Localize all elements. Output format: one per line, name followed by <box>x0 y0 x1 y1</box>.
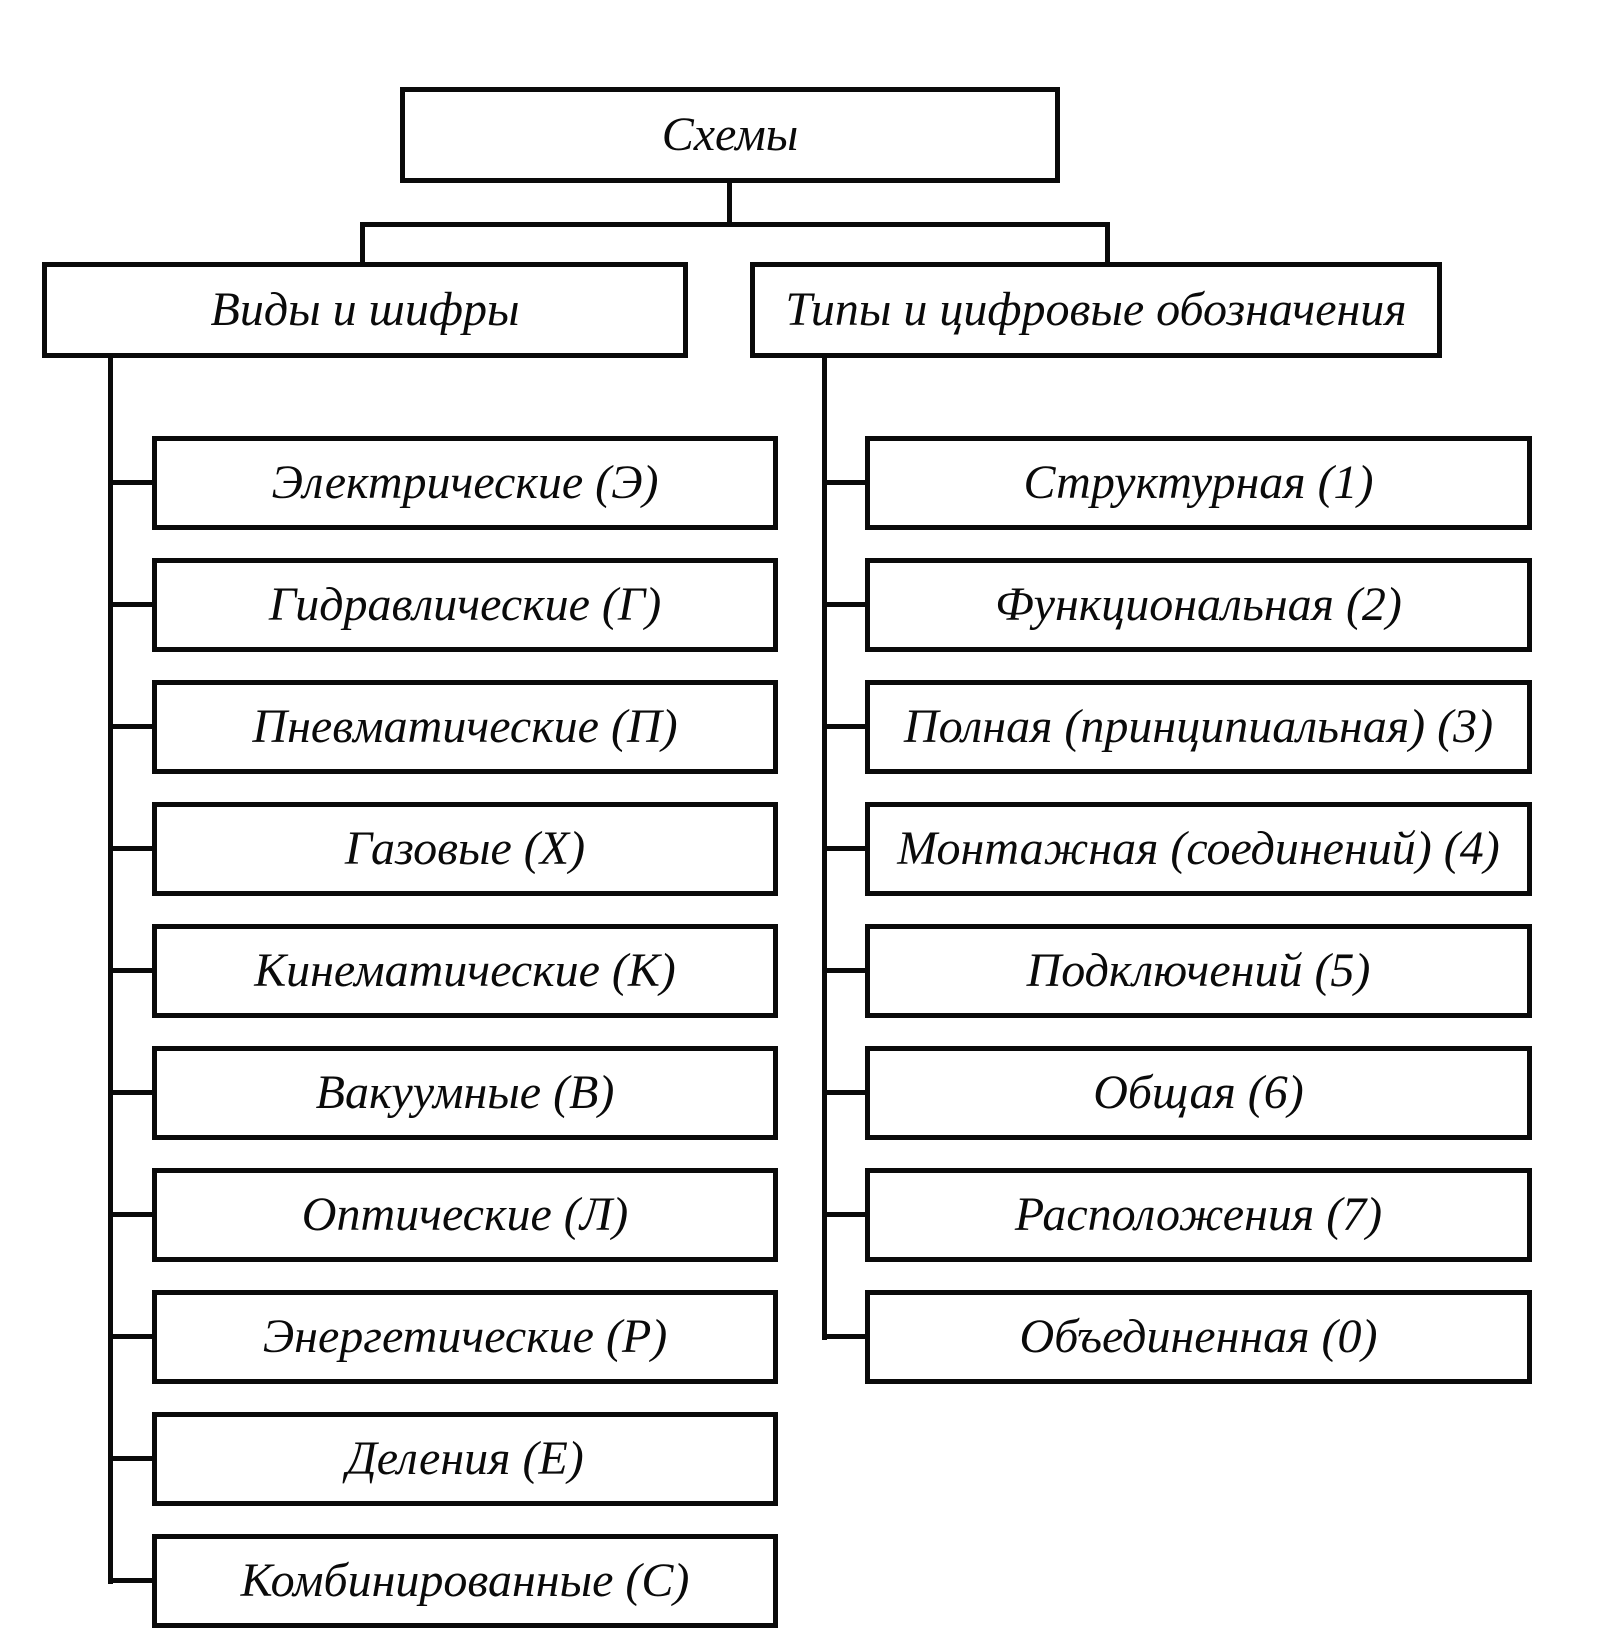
leaf-node: Вакуумные (В) <box>152 1046 778 1140</box>
stub-line <box>108 1334 152 1339</box>
stub-line <box>108 724 152 729</box>
stub-line <box>108 1456 152 1461</box>
leaf-node: Структурная (1) <box>865 436 1532 530</box>
stub-line <box>822 1212 865 1217</box>
stub-line <box>822 968 865 973</box>
stub-line <box>822 602 865 607</box>
leaf-node: Полная (принципиальная) (3) <box>865 680 1532 774</box>
stub-line <box>822 846 865 851</box>
leaf-node: Комбинированные (С) <box>152 1534 778 1628</box>
branch-node-kinds-ciphers: Виды и шифры <box>42 262 688 358</box>
stub-line <box>822 480 865 485</box>
leaf-node: Деления (Е) <box>152 1412 778 1506</box>
leaf-node: Объединенная (0) <box>865 1290 1532 1384</box>
leaf-node: Электрические (Э) <box>152 436 778 530</box>
stub-line <box>108 1212 152 1217</box>
connector-line <box>360 222 1110 227</box>
connector-line <box>727 183 732 224</box>
stub-line <box>108 846 152 851</box>
stub-line <box>822 1090 865 1095</box>
leaf-node: Монтажная (соединений) (4) <box>865 802 1532 896</box>
leaf-node: Газовые (Х) <box>152 802 778 896</box>
leaf-node: Подключений (5) <box>865 924 1532 1018</box>
leaf-node: Гидравлические (Г) <box>152 558 778 652</box>
stub-line <box>108 480 152 485</box>
connector-line <box>360 222 365 265</box>
stub-line <box>108 968 152 973</box>
leaf-node: Общая (6) <box>865 1046 1532 1140</box>
leaf-node: Функциональная (2) <box>865 558 1532 652</box>
stub-line <box>108 1090 152 1095</box>
leaf-node: Расположения (7) <box>865 1168 1532 1262</box>
root-node: Схемы <box>400 87 1060 183</box>
stub-line <box>108 1578 152 1583</box>
leaf-node: Кинематические (К) <box>152 924 778 1018</box>
leaf-node: Оптические (Л) <box>152 1168 778 1262</box>
stub-line <box>822 1334 865 1339</box>
leaf-node: Энергетические (Р) <box>152 1290 778 1384</box>
leaf-node: Пневматические (П) <box>152 680 778 774</box>
stub-line <box>822 724 865 729</box>
branch-node-types-digits: Типы и цифровые обозначения <box>750 262 1442 358</box>
stub-line <box>108 602 152 607</box>
connector-line <box>1105 222 1110 265</box>
